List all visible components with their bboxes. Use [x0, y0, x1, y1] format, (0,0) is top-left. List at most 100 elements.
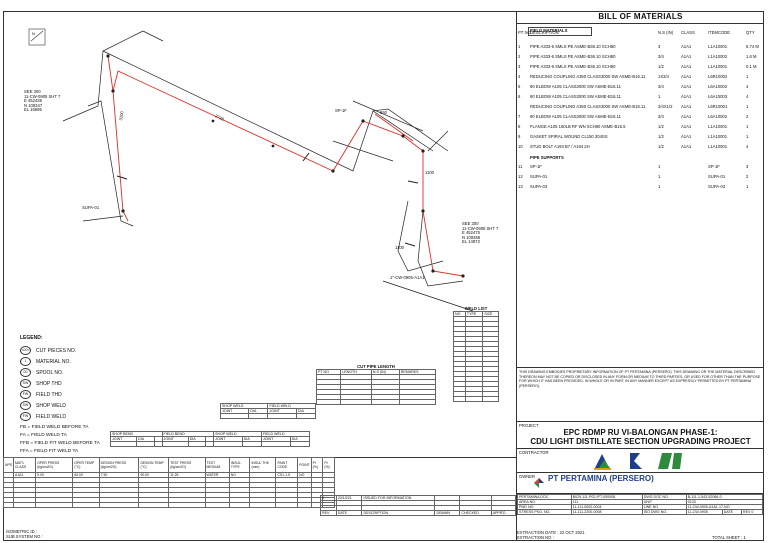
legend-title: LEGEND: [20, 335, 43, 341]
doc-value: 0 [751, 510, 754, 514]
bom-cell: L6A10002 [708, 84, 728, 89]
north-arrow-icon: N [28, 28, 46, 46]
legend-label: SHOP THD [36, 380, 62, 387]
bom-cell: 6 [518, 94, 521, 99]
bom-cell: A1A1 [681, 94, 692, 99]
legend-symbol-icon: SW [20, 401, 31, 410]
project-label: PROJECT [519, 423, 539, 428]
bom-cell: 2 [746, 114, 749, 119]
bom-cell: 1/2 [658, 134, 664, 139]
bom-cell: 5.74 M [746, 44, 759, 49]
bom-cell: A1A1 [681, 134, 692, 139]
pipe-route [107, 55, 464, 277]
dimension-label: 1100 [425, 170, 435, 175]
bom-cell: FLANGE A105 150LB RF WN SCH80 ASME-B16.5 [530, 124, 626, 129]
iso-label-connection-2: SEE 300 11-CW-0905 SHT 7 E 452475 N 1093… [462, 221, 498, 245]
bom-cell: STUD BOLT A193 B7 / A194 2H [530, 144, 590, 149]
bom-cell: 4 [746, 84, 749, 89]
bom-cell: REDUCING COUPLING A350 CLASS3000 SW ASME… [530, 74, 646, 79]
bom-cell: L6R10001 [708, 104, 728, 109]
rev-header: DATE [335, 510, 363, 516]
design-header: POINT [297, 457, 312, 473]
contractor-label: CONTRACTOR [519, 450, 549, 455]
bom-cell: L1A10001 [708, 144, 728, 149]
bom-cell: 1/2 [658, 64, 664, 69]
support-cell: SUPA-03 [708, 184, 726, 189]
design-header: INSUL THK (mm) [249, 457, 277, 473]
bom-cell: 7 [518, 114, 521, 119]
iso-label: SEE 300 [24, 89, 41, 94]
rev-header: APPR'D [490, 510, 517, 516]
design-header: PAINT CODE [275, 457, 299, 473]
weld-list-title: WELD LIST [464, 306, 488, 311]
bom-cell: L6A10002 [708, 114, 728, 119]
bom-cell: 90 ELBOW A105 CLASS3000 SW ASME-B16.11 [530, 84, 621, 89]
footer-extraction: EXTRACTION DATE : 22 OCT 2021 [517, 530, 585, 535]
bom-cell: A1A1 [681, 44, 692, 49]
support-cell: 1 [658, 174, 661, 179]
iso-label: N 109358 [462, 234, 481, 240]
bom-cell: PIPE A333-6 SMLS PE ASME-B36.10 SCH80 [530, 44, 616, 49]
bom-cell: L1A10002 [708, 54, 728, 59]
bom-title: BILL OF MATERIALS [517, 12, 764, 24]
bom-cell: A1A1 [681, 54, 692, 59]
legend-symbol-icon: FW [20, 412, 31, 421]
revision-header-row: REV DATE DESCRIPTION DRAWN CHECKED APPR'… [320, 510, 517, 516]
design-header: OPER PRESS (kg/cm2G) [35, 457, 74, 473]
pertamina-logo-icon [534, 478, 544, 488]
bom-cell: 1 [658, 94, 661, 99]
iso-label: 11-CW-0905 SHT 7 [24, 93, 61, 99]
iso-label: N 109347 [24, 102, 43, 108]
support-cell: 12 [518, 174, 523, 179]
contractor-logo-2-icon [630, 453, 642, 469]
dimension-label: 1100 [395, 245, 405, 250]
rev-header: DESCRIPTION [361, 510, 436, 516]
bom-cell: 0.1 M [746, 64, 757, 69]
bom-cell: L1A10001 [708, 44, 728, 49]
support-cell: 1 [658, 164, 661, 169]
isometric-drawing: N [28, 28, 474, 312]
bom-cell: A1A1 [681, 144, 692, 149]
footer-label: TOTAL SHEET : [712, 535, 743, 540]
iso-label: EL 14873 [462, 239, 480, 245]
bom-cell: 1 [746, 74, 749, 79]
bom-cell: A1A1 [681, 64, 692, 69]
legend-label: SPOOL NO. [36, 369, 64, 376]
bom-header: DESCRIPTION [530, 30, 559, 35]
legend-symbol-icon: FW [20, 390, 31, 399]
cut-pipe-title: CUT PIPE LENGTH [357, 364, 395, 369]
doc-label: ISO DWG NO. [641, 509, 687, 515]
support-cell: SP-1F [530, 164, 542, 169]
bom-cell: 3/4X1/2 [658, 104, 673, 109]
footer-value: 1 [743, 535, 746, 540]
support-label: SP-1F [335, 108, 347, 113]
project-title-line1: EPC RDMP RU VI-BALONGAN PHASE-1: [563, 428, 718, 437]
design-header: Pr (%) [310, 457, 324, 473]
legend-symbol-icon: <00> [20, 346, 31, 355]
support-cell: 3 [746, 164, 749, 169]
doc-value: 11-111-2200-0008 [570, 509, 643, 515]
bom-cell: L6R10002 [708, 74, 728, 79]
bom-cell: 2 [518, 54, 521, 59]
support-cell: 2 [746, 174, 749, 179]
bom-cell: L1A10001 [708, 64, 728, 69]
design-header: DESIGN PRESS (kg/cm2G) [98, 457, 140, 473]
document-info-block: PERTAMINA DOC. B029-111-P02-IPT-000008 D… [517, 494, 764, 515]
bom-cell: A1A1 [681, 74, 692, 79]
design-header: Pt (%) [322, 457, 335, 473]
bom-cell: 8 [518, 124, 521, 129]
fittings [106, 54, 465, 278]
iso-label: SEE 300 [462, 221, 479, 226]
legend-label: FIELD THD [36, 391, 62, 398]
iso-label: E 452435 [24, 98, 42, 104]
legend-label: MATERIAL NO. [36, 358, 71, 365]
design-header: OPER TEMP (°C) [72, 457, 100, 473]
bom-cell: 3 [518, 64, 521, 69]
owner-label: OWNER [519, 474, 536, 479]
legend-label: FIELD WELD [36, 413, 67, 420]
